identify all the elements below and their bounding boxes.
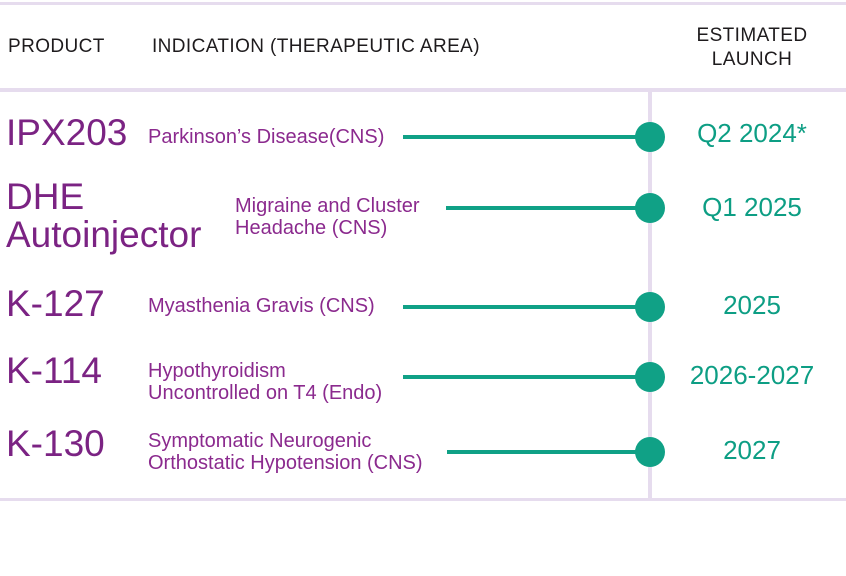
indication-line: Myasthenia Gravis (CNS) [148, 295, 375, 317]
indication-line: Uncontrolled on T4 (Endo) [148, 382, 383, 404]
product-name: K-130 [6, 423, 105, 464]
product-name: K-114 [6, 350, 102, 391]
timeline-connector-line [446, 206, 650, 210]
indication-text: Migraine and Cluster Headache (CNS) [235, 195, 420, 239]
timeline-dot [635, 437, 665, 467]
product-name: IPX203 [6, 112, 128, 153]
indication-text: Myasthenia Gravis (CNS) [148, 295, 375, 317]
estimated-launch-value: 2025 [723, 290, 781, 320]
timeline-dot [635, 193, 665, 223]
product-name: K-127 [6, 283, 105, 324]
indication-text: Hypothyroidism Uncontrolled on T4 (Endo) [148, 360, 382, 404]
estimated-launch-value: Q2 2024* [697, 118, 807, 148]
timeline-connector-line [403, 305, 650, 309]
timeline-dot [635, 122, 665, 152]
top-border-line [0, 2, 846, 5]
timeline-dot [635, 292, 665, 322]
indication-line: Hypothyroidism [148, 360, 286, 382]
estimated-launch-value: 2026-2027 [689, 360, 815, 390]
indication-text: Symptomatic Neurogenic Orthostatic Hypot… [148, 430, 423, 474]
timeline-connector-line [403, 135, 650, 139]
indication-line: Parkinson’s Disease(CNS) [148, 126, 385, 148]
header-separator-line [0, 88, 846, 92]
column-header-indication: INDICATION (THERAPEUTIC AREA) [152, 36, 480, 57]
indication-text: Parkinson’s Disease(CNS) [148, 126, 384, 148]
estimated-launch-value: Q1 2025 [702, 192, 802, 222]
indication-line: Orthostatic Hypotension (CNS) [148, 452, 423, 474]
indication-line: Headache (CNS) [235, 217, 388, 239]
timeline-connector-line [403, 375, 650, 379]
bottom-border-line [0, 498, 846, 501]
timeline-dot [635, 362, 665, 392]
timeline-connector-line [447, 450, 650, 454]
estimated-launch-value: 2027 [723, 435, 781, 465]
indication-line: Symptomatic Neurogenic [148, 430, 372, 452]
indication-line: Migraine and Cluster [235, 195, 420, 217]
column-header-estimated-launch: ESTIMATED LAUNCH [696, 25, 808, 70]
column-header-product: PRODUCT [8, 36, 105, 57]
product-name: DHE Autoinjector [6, 176, 202, 255]
